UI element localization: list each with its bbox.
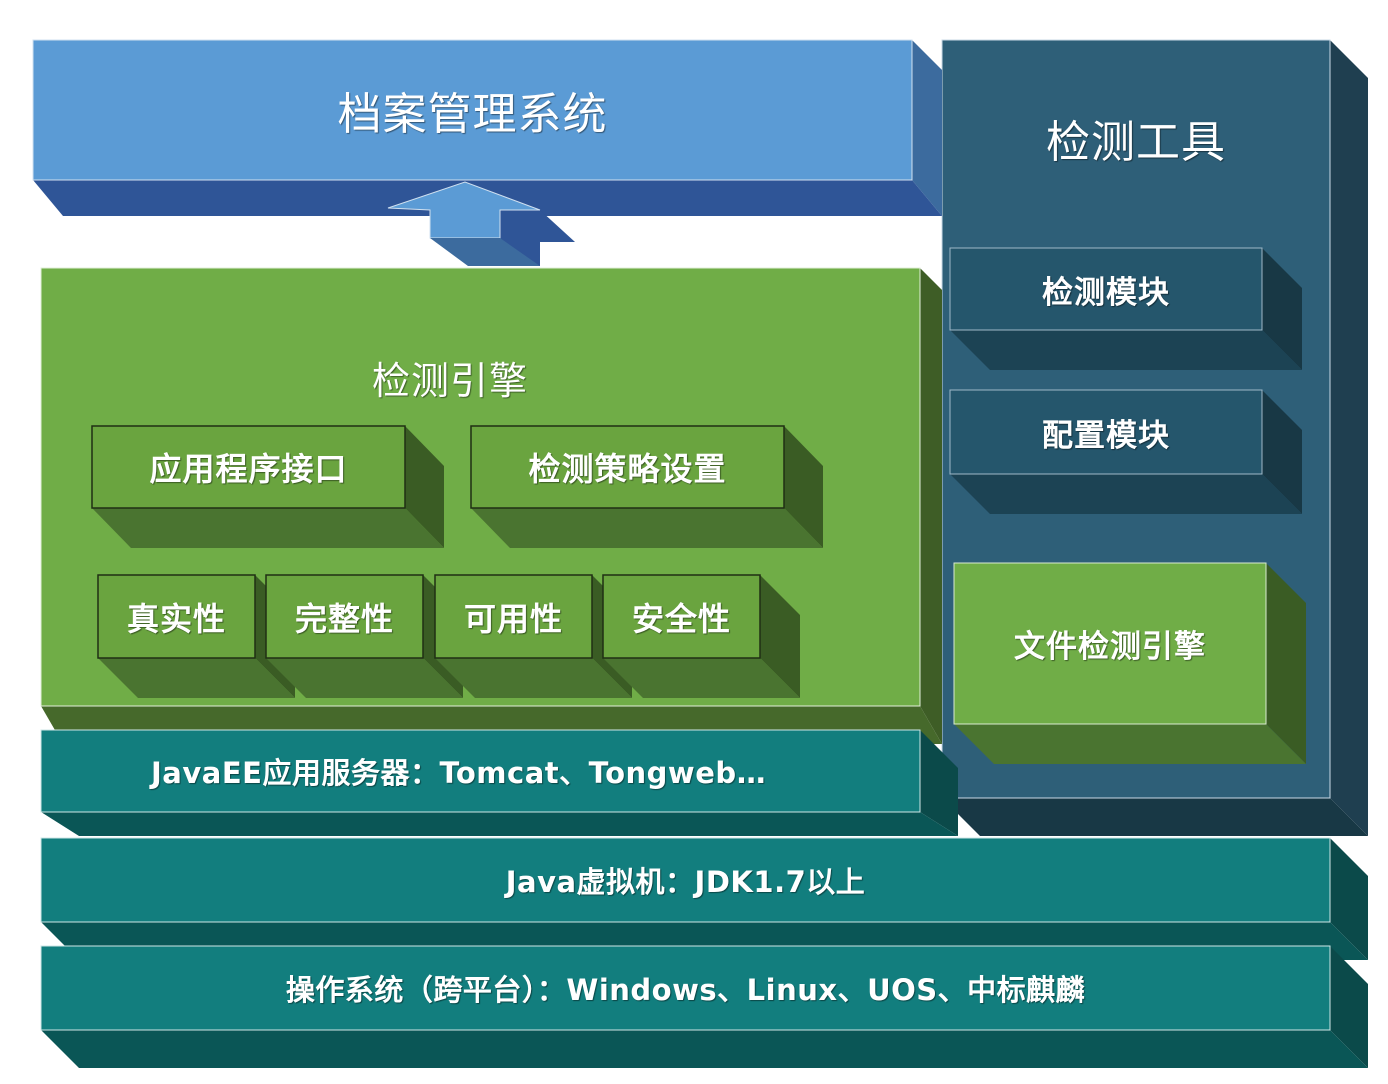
archive-system-front xyxy=(32,39,913,181)
api-box-label: 应用程序接口 xyxy=(149,450,348,488)
detection-tool-panel-bottom xyxy=(942,798,1368,836)
os-layer xyxy=(40,945,1368,1068)
app-server-label: JavaEE应用服务器：Tomcat、Tongweb… xyxy=(151,756,767,790)
property-label-integrity: 完整性 xyxy=(294,599,394,638)
config-module-block xyxy=(949,389,1302,514)
jvm-label: Java虚拟机：JDK1.7以上 xyxy=(505,865,866,899)
archive-system-side xyxy=(912,40,942,216)
api-box xyxy=(91,425,444,548)
property-label-security: 安全性 xyxy=(631,599,731,638)
detection-tool-panel-side xyxy=(1330,40,1368,836)
detection-tool-title: 检测工具 xyxy=(1046,117,1226,168)
detect-module-label: 检测模块 xyxy=(1042,274,1170,311)
detect-module-block xyxy=(949,247,1302,370)
archive-system-block xyxy=(32,39,942,216)
property-box-1 xyxy=(97,574,295,698)
strategy-box-label: 检测策略设置 xyxy=(528,450,727,488)
app-server-layer xyxy=(40,729,958,836)
os-label: 操作系统（跨平台）：Windows、Linux、UOS、中标麒麟 xyxy=(285,973,1086,1007)
archive-system-title: 档案管理系统 xyxy=(337,89,608,140)
property-box-2 xyxy=(265,574,463,698)
up-arrow-icon xyxy=(387,181,575,266)
property-label-usability: 可用性 xyxy=(463,599,563,638)
file-engine-block xyxy=(953,562,1306,764)
strategy-box xyxy=(470,425,823,548)
property-label-authenticity: 真实性 xyxy=(126,599,226,638)
config-module-label: 配置模块 xyxy=(1042,417,1170,454)
file-engine-label: 文件检测引擎 xyxy=(1014,628,1206,665)
detection-engine-title: 检测引擎 xyxy=(371,358,528,403)
property-box-4 xyxy=(602,574,800,698)
